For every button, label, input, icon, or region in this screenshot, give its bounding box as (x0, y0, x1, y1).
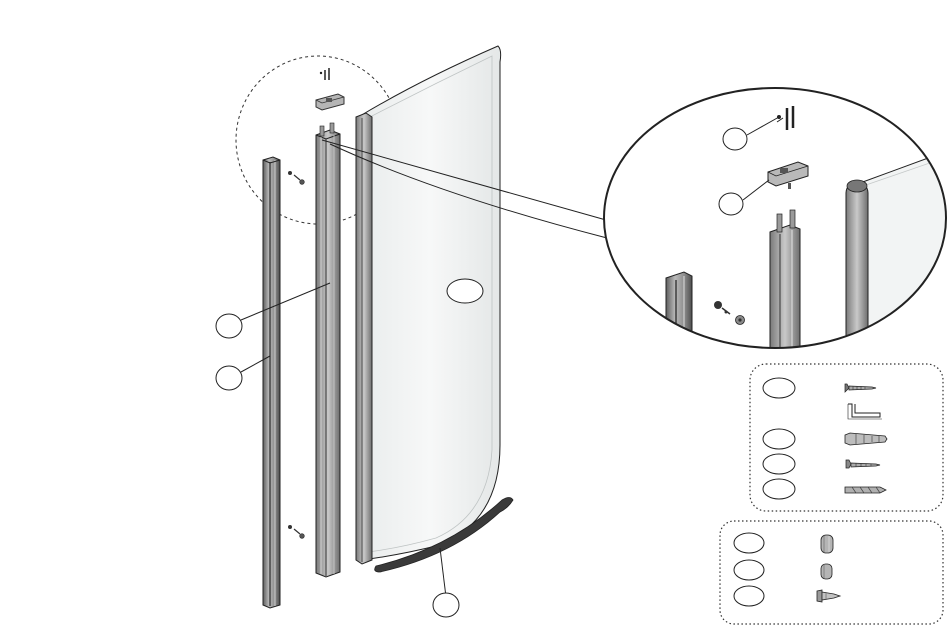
rivet-icon (817, 590, 840, 602)
drill-bit-icon (845, 487, 886, 493)
kit1-callout-2 (763, 429, 795, 449)
profile-wall-callout (216, 366, 242, 390)
seal-strip-callout (433, 593, 459, 617)
profile-adjust-callout (216, 314, 242, 338)
screw-icon (845, 384, 876, 392)
allen-key-icon (848, 404, 882, 419)
glass-panel-callout (447, 279, 483, 303)
kit2-callout-2 (734, 560, 764, 580)
wall-screws-bottom (288, 525, 304, 538)
wall-plug-icon (845, 433, 887, 445)
small-screw-icon (846, 460, 880, 468)
wall-screws-top (288, 171, 304, 184)
screw-pin-callout (723, 128, 747, 150)
kit2-callout-1 (734, 533, 764, 553)
adjust-profile (316, 123, 340, 577)
hardware-kit-2 (720, 521, 943, 624)
kit1-callout-1 (763, 378, 795, 398)
kit1-callout-4 (763, 479, 795, 499)
small-cap-icon (821, 564, 832, 579)
top-clamp-callout (719, 193, 743, 215)
hardware-kit-1 (750, 364, 943, 511)
curved-glass-panel (356, 46, 501, 564)
large-cap-icon (821, 535, 833, 553)
wall-profile-left (263, 157, 280, 608)
kit1-callout-3 (763, 454, 795, 474)
top-clamp (316, 94, 344, 110)
zoom-detail (604, 88, 950, 372)
pin-pair (320, 68, 329, 80)
kit2-callout-3 (734, 586, 764, 606)
